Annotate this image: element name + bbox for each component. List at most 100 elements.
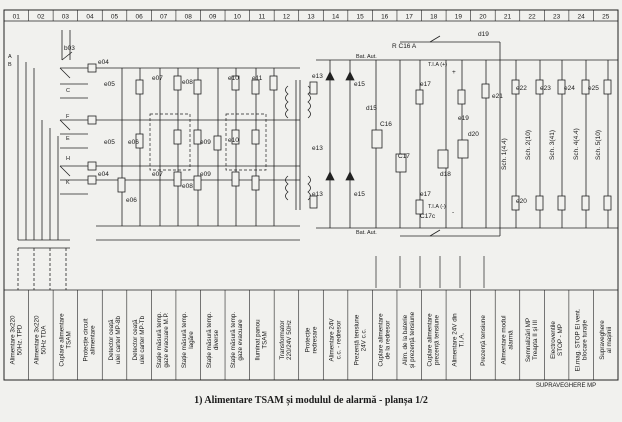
column-number: 25 [602,14,610,21]
column-number: 10 [234,14,242,21]
column-description: Stație măsură temp. gaze evacuare M.P. [156,311,171,369]
column-number: 17 [406,14,414,21]
label-e05-b: e05 [104,139,115,146]
column-description: Stație măsură temp. lagăre [181,311,196,369]
consumer-branches [117,68,278,226]
column-number: 13 [307,14,315,21]
label-e10: e10 [228,75,239,82]
column-description: Semnalizări MP Treapta II și III [525,317,540,363]
contact-legends [375,256,485,288]
label-e23: e23 [540,85,551,92]
column-description: Supraveghere al mașinii [598,320,613,360]
label-phase-k: K [66,180,70,186]
label-e20: e20 [516,198,527,205]
column-number: 23 [553,14,561,21]
label-tia-minus: T.I.A (-) [428,204,446,210]
column-description: Alimentare 3x220 50Hz TDA [33,315,48,365]
column-description: Iluminat panou TSAM [254,319,269,361]
label-bat-aut-bottom: Bat. Aut. [356,230,377,236]
label-phase-b: B [8,62,12,68]
column-number: 05 [111,14,119,21]
column-description: Cuplare alimentare prezență tensiune [426,313,441,367]
label-e06-b: e06 [126,197,137,204]
column-number: 04 [86,14,94,21]
column-description: Alimentare modul alarmă [500,315,515,365]
label-bat-aut-top: Bat. Aut. [356,54,377,60]
label-minus: - [452,209,454,216]
column-description: Prezență tensiune 24V c.c. [353,314,368,366]
supraveghere-label: SUPRAVEGHERE MP [535,383,597,389]
label-sch4: Sch. 4(4.4) [573,128,580,160]
label-e25: e25 [588,85,599,92]
column-number: 11 [259,14,266,21]
label-e07-b: e07 [152,171,163,178]
column-number: 01 [13,14,21,21]
label-e06: e06 [128,139,139,146]
label-e04: e04 [98,59,109,66]
label-tia-plus: T.I.A (+) [428,62,447,68]
label-e22: e22 [516,85,527,92]
column-description: El.mag. STOP El vent. blocare turație [574,308,589,372]
fuse-group-e04 [87,63,97,185]
column-description: Alim. de la baterie și prezență tensiune [402,311,417,369]
label-e10-b: e10 [228,137,239,144]
label-phase-c: C [66,88,70,94]
label-e07: e07 [152,75,163,82]
label-c17: C17 [398,153,410,160]
label-e13-b: e13 [312,145,323,152]
label-c17c: C17c [420,213,436,220]
dashed-enclosures [149,113,267,171]
label-e17: e17 [420,81,431,88]
label-e08-b: e08 [182,183,193,190]
rectifier-area [309,35,618,237]
label-e21: e21 [492,93,503,100]
label-sch5: Sch. 5(10) [595,130,602,160]
column-number: 08 [185,14,193,21]
label-phase-e: E [66,136,70,142]
column-description: Cuplare alimentare de la redresor [377,313,392,367]
column-number: 20 [479,14,487,21]
column-description: Alimentare 24V c.c. - redresor [328,318,343,362]
label-e24: e24 [564,85,575,92]
column-description: Detector ceață ulei carter MP-8b [107,316,122,364]
column-description: Cuplare alimentare TSAM [58,313,73,367]
column-number: 14 [332,14,340,21]
label-e05: e05 [104,81,115,88]
label-e08: e08 [182,79,193,86]
label-d18: d18 [440,171,451,178]
column-description: Protecție redresare [304,326,319,354]
label-plus: + [452,69,456,76]
column-number: 19 [455,14,463,21]
label-phase-f: F [66,114,70,120]
label-e15-b: e15 [354,191,365,198]
column-description: Stație măsură temp. diverse [205,311,220,369]
label-phase-a: A [8,54,12,60]
column-description: Stație măsură temp. gaze evacuare [230,311,245,369]
component-labels: b03 e04 e04 e05 e05 e06 e06 e07 e07 e08 … [8,31,599,236]
label-e19: e19 [458,115,469,122]
column-number: 06 [135,14,143,21]
column-number: 09 [209,14,217,21]
outer-frame [3,9,619,381]
label-sch1: Sch. 1(4.4) [501,138,508,170]
column-number: 22 [528,14,536,21]
label-d20: d20 [468,131,479,138]
sch-labels: Sch. 1(4.4) Sch. 2(10) Sch. 3(41) Sch. 4… [501,128,602,170]
description-dividers [28,290,594,380]
column-number: 03 [62,14,70,21]
label-b03: b03 [64,45,75,52]
column-description: Protecție circuit alimentare [82,318,97,362]
label-e17-b: e17 [420,191,431,198]
supply-lines [17,30,88,290]
label-sch2: Sch. 2(10) [525,130,532,160]
alarm-module [499,42,612,236]
label-e09: e09 [200,139,211,146]
column-description: Alimentare 3x220 50Hz. TPD [9,315,24,365]
label-c16: C16 [380,121,392,128]
column-number: 16 [381,14,389,21]
column-description: Transformator 220/24V 50Hz [279,320,294,360]
label-d19: d19 [478,31,489,38]
page-caption: 1) Alimentare TSAM și modulul de alarmă … [194,395,428,406]
